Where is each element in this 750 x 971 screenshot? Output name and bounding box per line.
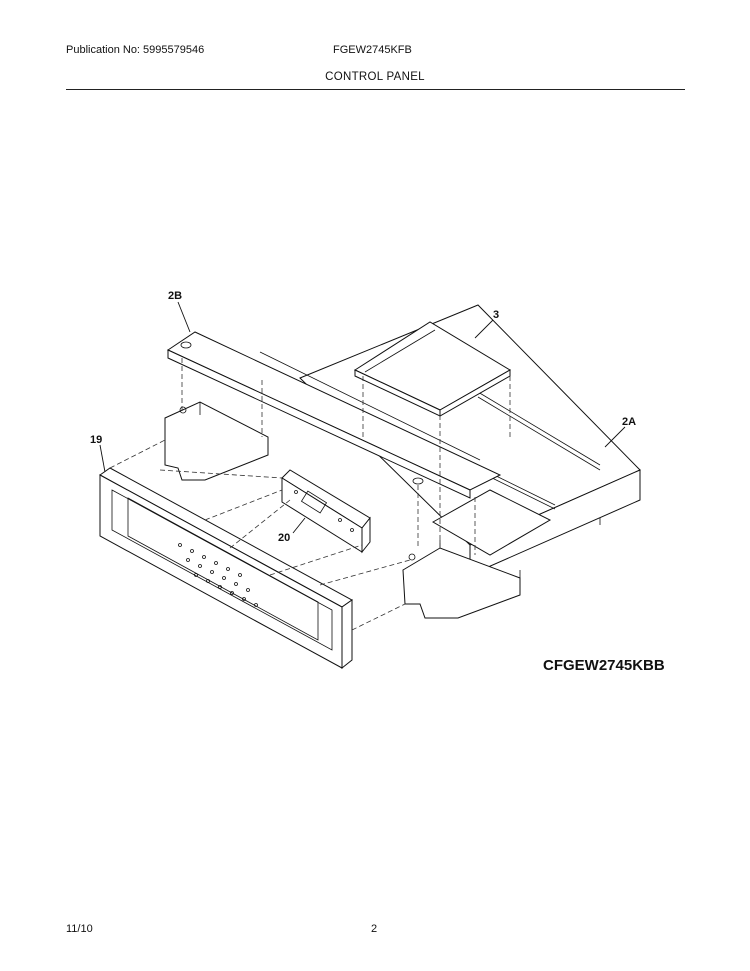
model-variant-label: CFGEW2745KBB xyxy=(543,657,665,674)
part-19-control-panel-trim xyxy=(99,467,353,670)
part-20-control-board xyxy=(281,469,371,554)
callout-19: 19 xyxy=(90,434,102,446)
revision-date: 11/10 xyxy=(66,923,93,935)
callout-2b: 2B xyxy=(168,290,182,302)
page-number: 2 xyxy=(371,923,378,935)
assembly-guide-lines xyxy=(109,358,511,631)
left-side-bracket xyxy=(164,401,269,481)
callout-20: 20 xyxy=(278,532,290,544)
callout-2a: 2A xyxy=(622,416,636,428)
model-number: FGEW2745KFB xyxy=(333,44,412,56)
callout-3: 3 xyxy=(493,309,499,321)
right-side-bracket xyxy=(402,540,521,619)
keypad-buttons xyxy=(178,543,258,607)
header-divider xyxy=(66,89,685,90)
publication-number: Publication No: 5995579546 xyxy=(66,44,205,56)
right-mounting-plate xyxy=(431,489,552,556)
part-2b-backguard-top xyxy=(166,331,502,499)
section-title: CONTROL PANEL xyxy=(325,71,425,83)
callout-leaders xyxy=(99,301,626,534)
